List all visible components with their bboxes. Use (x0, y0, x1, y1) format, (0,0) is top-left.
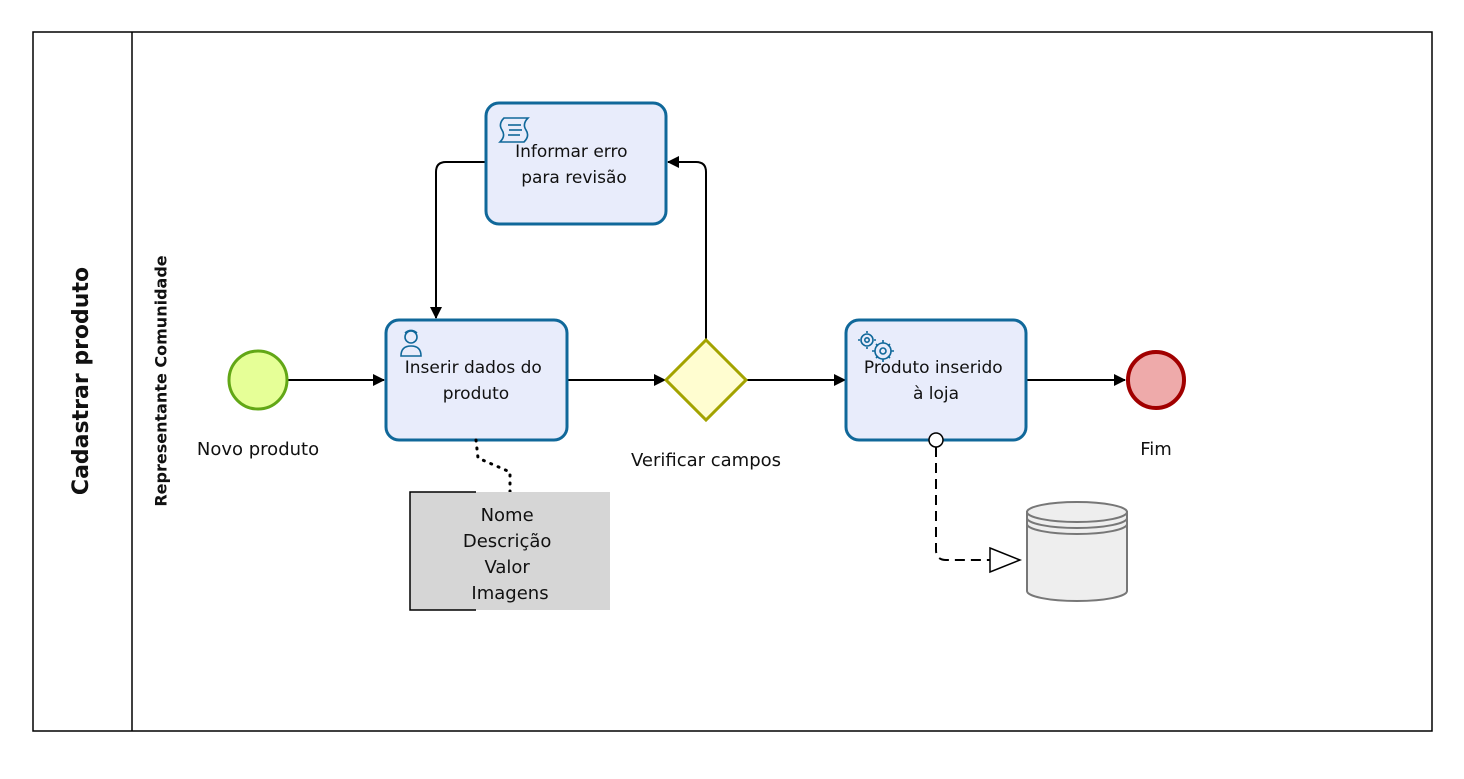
task-inserir-label: Inserir dados do produto (405, 358, 547, 404)
datastore-association (928, 432, 1023, 574)
annotation-text: Nome Descrição Valor Imagens (463, 505, 557, 604)
task-produto-label: Produto inserido à loja (864, 358, 1008, 404)
task-informar-label: Informar erro para revisão (515, 142, 633, 188)
start-event-label: Novo produto (197, 439, 319, 460)
text-annotation: Nome Descrição Valor Imagens (409, 491, 610, 611)
gateway-verificar[interactable] (663, 337, 749, 423)
gateway-label: Verificar campos (631, 450, 781, 471)
flow-informar-to-inserir[interactable] (430, 161, 486, 319)
lane-title: Representante Comunidade (152, 255, 171, 506)
gears-icon (858, 331, 894, 362)
task-inserir-dados[interactable]: Inserir dados do produto (384, 318, 569, 442)
end-event-label: Fim (1140, 439, 1172, 460)
flow-gateway-to-informar[interactable] (667, 156, 707, 340)
annotation-association (474, 438, 512, 494)
user-icon (400, 329, 422, 357)
start-event[interactable] (227, 349, 289, 411)
script-icon (498, 117, 530, 143)
task-produto-inserido[interactable]: Produto inserido à loja (844, 318, 1028, 442)
pool-title: Cadastrar produto (69, 267, 94, 495)
end-event[interactable] (1126, 350, 1186, 410)
data-store[interactable] (1026, 501, 1128, 602)
task-informar-erro[interactable]: Informar erro para revisão (484, 101, 668, 226)
